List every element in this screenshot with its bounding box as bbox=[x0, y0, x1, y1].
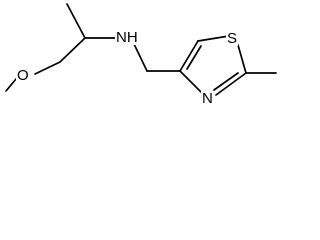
atom-sulfur-label: S bbox=[226, 30, 239, 47]
bond-c4-c5 bbox=[179, 40, 199, 72]
molecule-bonds bbox=[5, 3, 277, 96]
bond-s-c2 bbox=[237, 44, 247, 74]
atom-oxygen-label: O bbox=[16, 67, 30, 84]
bond-c4-c5-inner bbox=[186, 45, 202, 70]
molecule-diagram: O NH S N bbox=[0, 0, 280, 119]
bond-ch2-ch bbox=[59, 37, 86, 63]
bond-o-ch2 bbox=[34, 61, 61, 75]
bond-c2-n-inner bbox=[213, 72, 239, 91]
bond-c2-n bbox=[215, 72, 247, 96]
atom-amine-nitrogen-label: NH bbox=[115, 29, 139, 46]
bond-n-c4 bbox=[179, 70, 205, 96]
bond-methyl-o bbox=[5, 78, 17, 92]
bond-c5-s bbox=[197, 35, 230, 42]
bond-nh-ch2 bbox=[133, 43, 148, 72]
atom-thiazole-nitrogen-label: N bbox=[201, 90, 214, 107]
bond-ch-methyl bbox=[66, 3, 86, 39]
